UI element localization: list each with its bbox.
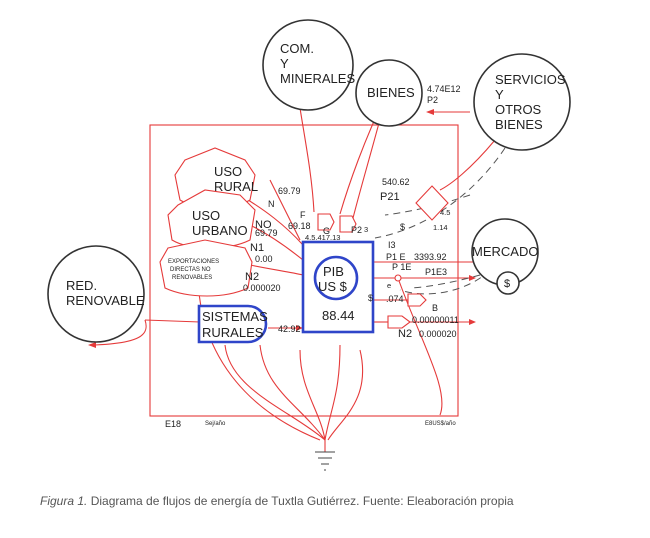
sistemas-label-2: RURALES <box>202 325 264 340</box>
b-interaction-icon <box>407 293 427 307</box>
sistemas-label-1: SISTEMAS <box>202 309 268 324</box>
uso-urbano-label-2: URBANO <box>192 223 248 238</box>
uso-rural-label-1: USO <box>214 164 242 179</box>
label-000020: 0.000020 <box>243 283 281 293</box>
servicios-label-3: OTROS <box>495 102 542 117</box>
label-000020b: 0.000020 <box>419 329 457 339</box>
caption-text: Diagrama de flujos de energía de Tuxtla … <box>87 494 514 508</box>
sistemas-rurales-box <box>197 304 268 344</box>
label-3393: 3393.92 <box>414 252 447 262</box>
heat-sink-icon <box>315 451 335 471</box>
bienes-label: BIENES <box>367 85 415 100</box>
b2-interaction-icon <box>387 315 411 329</box>
figure-caption: Figura 1. Diagrama de flujos de energía … <box>40 494 640 508</box>
source-red-renovable <box>47 245 145 343</box>
com-label-3: MINERALES <box>280 71 355 86</box>
g-transaction-icon <box>317 213 335 231</box>
junction-node <box>394 274 402 282</box>
label-23: 3 <box>364 225 368 234</box>
flow-lines <box>88 107 496 452</box>
label-n2b: N2 <box>398 328 412 340</box>
uso-rural-label-2: RURAL <box>214 179 258 194</box>
label-45: 4.5 <box>440 208 450 217</box>
pib-circle <box>313 255 359 301</box>
label-4292: 42.92 <box>278 324 301 334</box>
label-e8us: E8US$/año <box>425 421 456 427</box>
export-label-3: RENOVABLES <box>172 275 212 281</box>
storage-exportaciones <box>159 239 253 297</box>
label-p2-top: P2 <box>427 95 438 105</box>
pib-value: 88.44 <box>322 308 355 323</box>
servicios-label-2: Y <box>495 87 504 102</box>
label-p1e-b: P 1E <box>392 262 411 272</box>
dollar-icon <box>496 271 520 295</box>
caption-prefix: Figura 1. <box>40 494 88 508</box>
label-n-a: N <box>268 199 275 209</box>
label-074: .074 <box>386 294 404 304</box>
com-label-1: COM. <box>280 41 314 56</box>
label-e18: E18 <box>165 419 181 429</box>
source-servicios <box>473 53 571 151</box>
label-540: 540.62 <box>382 177 410 187</box>
p2-transaction-icon <box>339 215 357 233</box>
export-label-1: EXPORTACIONES <box>168 259 219 265</box>
red-label-1: RED. <box>66 278 97 293</box>
label-474e12: 4.74E12 <box>427 84 461 94</box>
label-p2-mid: P2 <box>351 225 362 235</box>
money-flow-lines <box>374 147 506 295</box>
label-f: F <box>300 210 306 220</box>
label-p1e3: P1E3 <box>425 267 447 277</box>
servicios-label-1: SERVICIOS <box>495 72 566 87</box>
source-bienes <box>355 59 423 127</box>
label-000: 0.00 <box>255 254 273 264</box>
label-4541713: 4.5.417.13 <box>305 233 340 242</box>
red-label-2: RENOVABLE <box>66 293 145 308</box>
label-b: B <box>432 303 438 313</box>
servicios-label-4: BIENES <box>495 117 543 132</box>
label-e: e <box>387 281 391 290</box>
label-114: 1.14 <box>433 223 448 232</box>
label-no: NO <box>255 219 272 231</box>
label-n2: N2 <box>245 271 259 283</box>
pib-unit: US $ <box>318 279 348 294</box>
label-00000011: 0.00000011 <box>412 315 459 325</box>
label-p21: P21 <box>380 191 400 203</box>
dollar-label: $ <box>504 278 510 290</box>
label-s: $ <box>368 293 373 303</box>
com-label-2: Y <box>280 56 289 71</box>
label-i3: I3 <box>388 240 396 250</box>
export-label-2: DIRECTAS NO <box>170 267 211 273</box>
label-6979b: 69.79 <box>255 228 278 238</box>
source-com-minerales <box>262 19 354 111</box>
label-6979a: 69.79 <box>278 186 301 196</box>
label-n1: N1 <box>250 242 264 254</box>
label-dollar-small: $ <box>400 222 405 232</box>
pib-title: PIB <box>323 264 344 279</box>
label-sejano: Sej/año <box>205 421 226 427</box>
label-6918: 69.18 <box>288 221 311 231</box>
mercado-label: MERCADO <box>472 244 538 259</box>
label-g: G <box>323 226 330 236</box>
label-p1e: P1 E <box>386 252 406 262</box>
uso-urbano-label-1: USO <box>192 208 220 223</box>
p21-diamond <box>415 185 449 221</box>
